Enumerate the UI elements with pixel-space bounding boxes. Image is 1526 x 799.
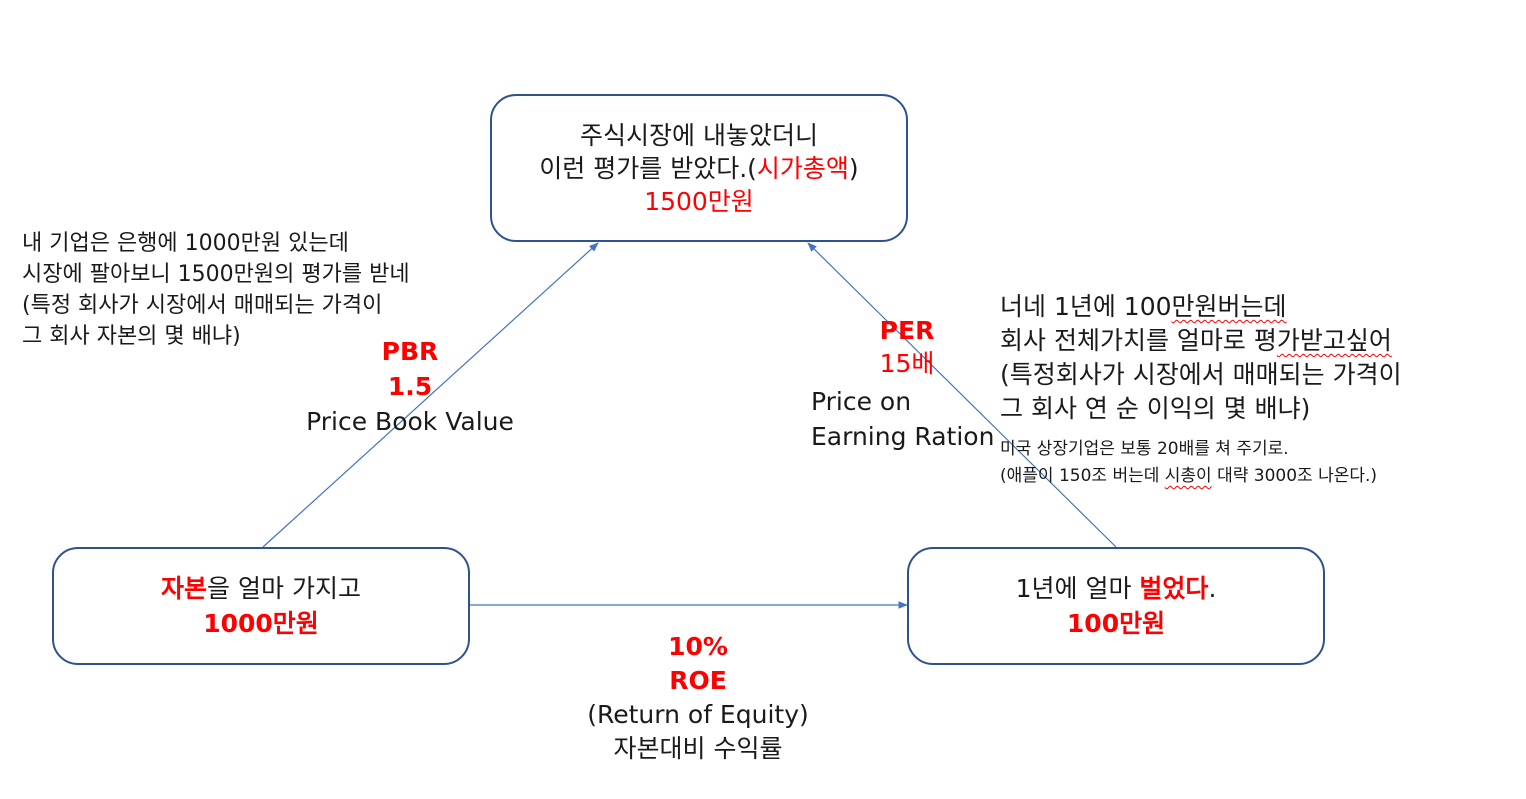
- per-explanation-line1-a: 너네 1년에 100: [1000, 292, 1172, 321]
- equity-box: 자본을 얼마 가지고 1000만원: [52, 547, 470, 665]
- market-cap-line2: 이런 평가를 받았다.(시가총액): [539, 152, 858, 185]
- per-example-line2-c: 대략 3000조 나온다.): [1211, 466, 1378, 486]
- per-example-line2: (애플이 150조 버는데 시총이 대략 3000조 나온다.): [1000, 463, 1377, 490]
- equity-line1: 자본을 얼마 가지고: [161, 571, 361, 606]
- per-explanation-line4: 그 회사 연 순 이익의 몇 배냐): [1000, 394, 1311, 423]
- earnings-line1-prefix: 1년에 얼마: [1015, 574, 1140, 603]
- per-explanation-line2-a: 회사 전체가치를 얼마로 평: [1000, 326, 1277, 355]
- market-cap-line2-suffix: ): [848, 153, 859, 183]
- per-explanation-line1: 너네 1년에 100만원버는데: [1000, 290, 1402, 324]
- earnings-value: 100만원: [1066, 609, 1166, 638]
- equity-label: 자본: [161, 574, 208, 603]
- per-label: PER 15배: [860, 314, 954, 380]
- per-full-line2: Earning Ration: [811, 422, 995, 451]
- pbr-value: 1.5: [387, 372, 433, 401]
- equity-value: 1000만원: [203, 609, 319, 638]
- roe-korean: 자본대비 수익률: [613, 734, 783, 763]
- per-arrow: [807, 242, 1117, 548]
- earnings-line1-suffix: .: [1208, 574, 1217, 603]
- per-full-line1: Price on: [811, 387, 912, 416]
- roe-full: (Return of Equity): [587, 700, 809, 729]
- market-cap-label: 시가총액: [756, 153, 849, 183]
- pbr-explanation-line: (특정 회사가 시장에서 매매되는 가격이: [22, 293, 383, 318]
- market-cap-line2-prefix: 이런 평가를 받았다.(: [539, 153, 757, 183]
- per-example-line2-a: (애플이 150조 버는데: [1000, 466, 1165, 486]
- per-explanation-line1-b: 만원버는데: [1171, 292, 1287, 321]
- market-cap-box: 주식시장에 내놓았더니 이런 평가를 받았다.(시가총액) 1500만원: [490, 94, 908, 242]
- earnings-line1: 1년에 얼마 벌었다.: [1016, 571, 1217, 606]
- earnings-label: 벌었다: [1139, 574, 1209, 603]
- per-full: Price on Earning Ration: [811, 384, 994, 454]
- pbr-full: Price Book Value: [306, 407, 514, 436]
- equity-line1-rest: 을 얼마 가지고: [207, 574, 361, 603]
- pbr-label: PBR 1.5 Price Book Value: [300, 334, 520, 439]
- per-abbr: PER: [879, 316, 935, 345]
- per-explanation-line3: (특정회사가 시장에서 매매되는 가격이: [1000, 360, 1402, 389]
- pbr-explanation-line: 시장에 팔아보니 1500만원의 평가를 받네: [22, 262, 410, 287]
- pbr-explanation: 내 기업은 은행에 1000만원 있는데 시장에 팔아보니 1500만원의 평가…: [22, 228, 410, 352]
- per-explanation: 너네 1년에 100만원버는데 회사 전체가치를 얼마로 평가받고싶어 (특정회…: [1000, 290, 1402, 426]
- roe-label: 10% ROE (Return of Equity) 자본대비 수익률: [560, 630, 836, 766]
- per-value: 15배: [879, 349, 935, 378]
- roe-value: 10%: [668, 632, 728, 661]
- per-example-line1: 미국 상장기업은 보통 20배를 쳐 주기로.: [1000, 439, 1289, 459]
- per-explanation-line2-b: 가받고싶어: [1276, 326, 1392, 355]
- pbr-explanation-line: 그 회사 자본의 몇 배냐): [22, 324, 241, 349]
- per-explanation-line2: 회사 전체가치를 얼마로 평가받고싶어: [1000, 324, 1402, 358]
- pbr-explanation-line: 내 기업은 은행에 1000만원 있는데: [22, 231, 349, 256]
- pbr-abbr: PBR: [381, 337, 439, 366]
- roe-abbr: ROE: [669, 666, 727, 695]
- market-cap-value: 1500만원: [644, 186, 754, 216]
- per-example: 미국 상장기업은 보통 20배를 쳐 주기로. (애플이 150조 버는데 시총…: [1000, 436, 1377, 490]
- per-example-line2-b: 시총이: [1164, 466, 1212, 486]
- earnings-box: 1년에 얼마 벌었다. 100만원: [907, 547, 1325, 665]
- market-cap-line1: 주식시장에 내놓았더니: [580, 120, 818, 150]
- pbr-arrow: [262, 242, 599, 548]
